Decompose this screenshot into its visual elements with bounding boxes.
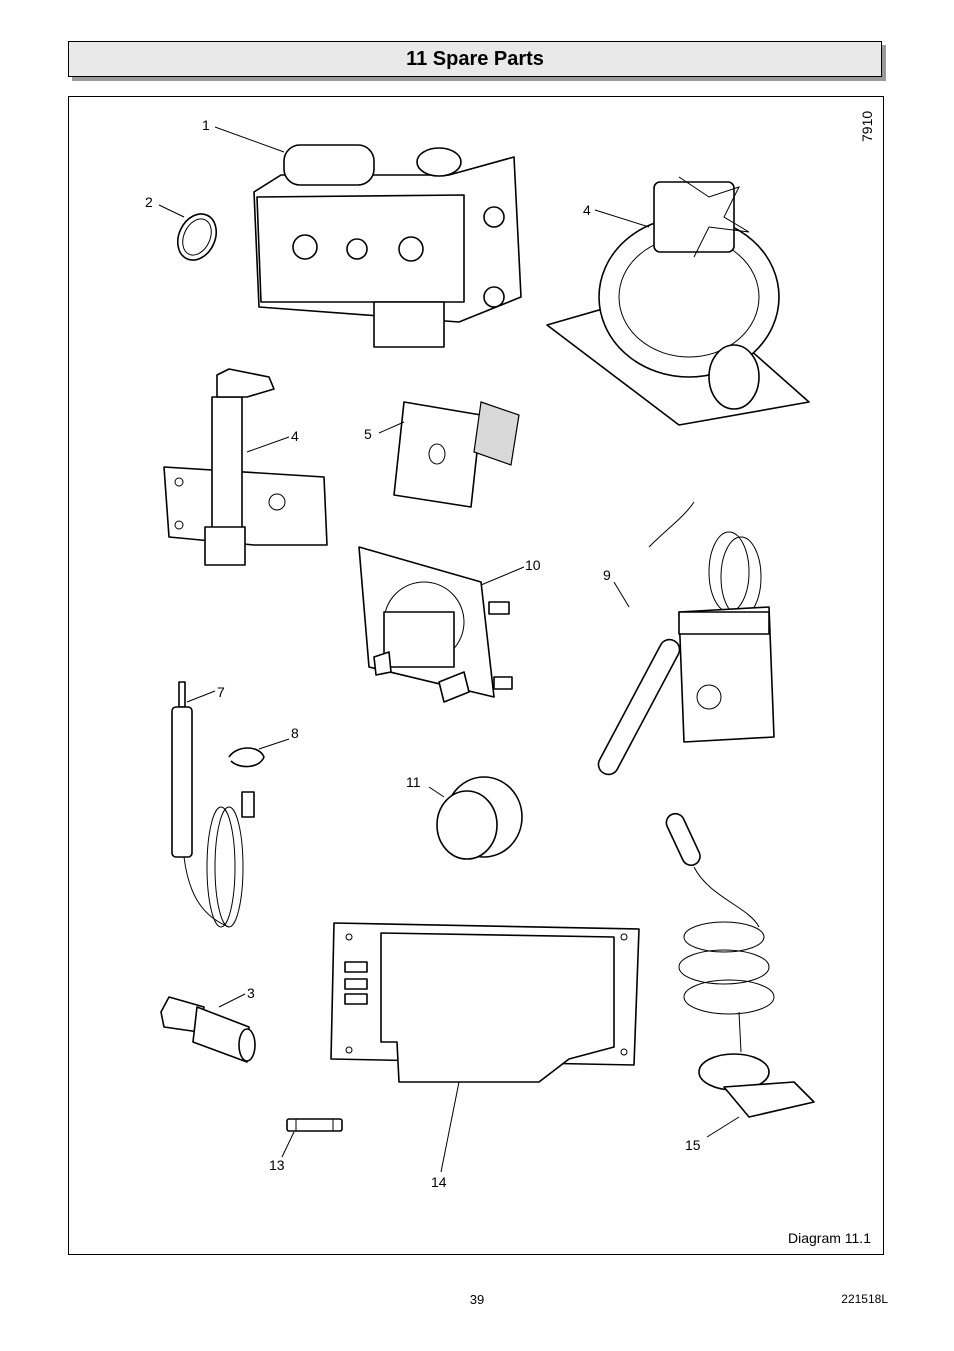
part-spark-electrode xyxy=(171,681,255,928)
part-control-thermostat xyxy=(597,501,775,776)
part-gasket xyxy=(393,401,520,508)
part-control-knob xyxy=(436,776,523,860)
diagram-caption: Diagram 11.1 xyxy=(787,1230,871,1246)
callout-7: 7 xyxy=(217,684,225,700)
callout-4: 4 xyxy=(291,428,299,444)
callout-13: 13 xyxy=(269,1157,285,1173)
callout-8: 8 xyxy=(291,725,299,741)
part-gas-valve xyxy=(253,144,522,348)
callout-2: 2 xyxy=(145,194,153,210)
callout-6: 4 xyxy=(583,202,591,218)
part-pressure-switch xyxy=(358,546,513,703)
part-limit-thermostat xyxy=(665,812,815,1118)
part-fuse xyxy=(286,1118,343,1132)
document-number: 221518L xyxy=(841,1292,888,1306)
callout-3: 3 xyxy=(247,985,255,1001)
callout-9: 9 xyxy=(603,567,611,583)
part-injector xyxy=(160,996,256,1063)
page-number: 39 xyxy=(469,1292,485,1307)
section-title-bar: 11 Spare Parts xyxy=(68,41,882,77)
callout-15: 15 xyxy=(685,1137,701,1153)
callout-1: 1 xyxy=(202,117,210,133)
part-retaining-clip xyxy=(228,747,265,768)
part-fan-assembly xyxy=(546,176,810,426)
part-o-ring xyxy=(176,213,218,261)
callout-10: 10 xyxy=(525,557,541,573)
section-title: 11 Spare Parts xyxy=(406,47,544,70)
diagram-code: 7910 xyxy=(859,111,875,142)
callout-11: 11 xyxy=(406,774,421,790)
spare-parts-diagram: 7910 1 2 xyxy=(68,96,884,1255)
callout-5: 5 xyxy=(364,426,372,442)
callout-14: 14 xyxy=(431,1174,447,1190)
part-pilot-burner xyxy=(163,368,328,566)
parts-illustration: 7910 1 2 xyxy=(145,111,875,1190)
part-control-pcb xyxy=(330,922,640,1083)
